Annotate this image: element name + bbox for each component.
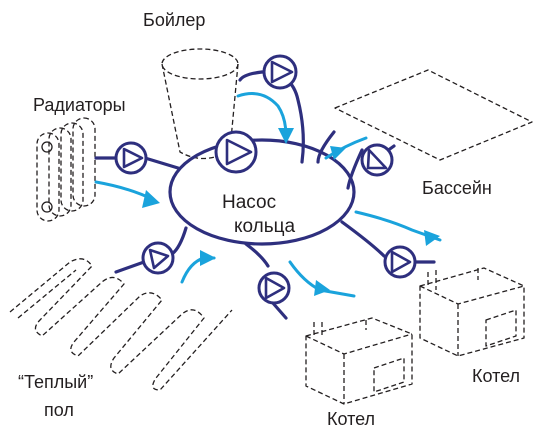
flow-arrow-icon (330, 146, 346, 160)
kettle-right-outline (419, 267, 525, 357)
warm-floor-outline (9, 258, 233, 391)
pump-icon (360, 143, 394, 177)
warm-floor-label-line2: пол (44, 400, 74, 420)
flow-arrow-icon (424, 230, 440, 246)
kettle-right-label: Котел (472, 366, 520, 386)
flow-arrow-icon (278, 128, 294, 144)
boiler-label: Бойлер (143, 10, 205, 30)
pump-icon (257, 271, 291, 305)
central-ring-pipe (168, 138, 356, 246)
flow-lines (94, 92, 442, 298)
boiler-tank-outline (161, 48, 239, 160)
pipes (94, 70, 436, 320)
flow-arrow-icon (142, 190, 160, 208)
pump-icon (114, 141, 148, 175)
radiators-label: Радиаторы (33, 95, 126, 115)
kettle-bottom-outline (305, 317, 413, 405)
kettle-bottom-label: Котел (327, 409, 375, 429)
pool-outline (334, 69, 533, 161)
pump-icon (383, 245, 417, 279)
ring-pump-label-line2: кольца (234, 216, 296, 237)
flow-arrow-icon (200, 250, 216, 266)
pump-icon (262, 54, 298, 90)
pump-icon (214, 130, 258, 174)
flow-arrow-icon (314, 280, 330, 296)
pool-label: Бассейн (422, 178, 492, 198)
pump-icon (141, 241, 175, 275)
ring-pump-label-line1: Насос (222, 192, 276, 213)
warm-floor-label-line1: “Теплый” (18, 372, 93, 392)
radiators-outline (36, 117, 96, 222)
